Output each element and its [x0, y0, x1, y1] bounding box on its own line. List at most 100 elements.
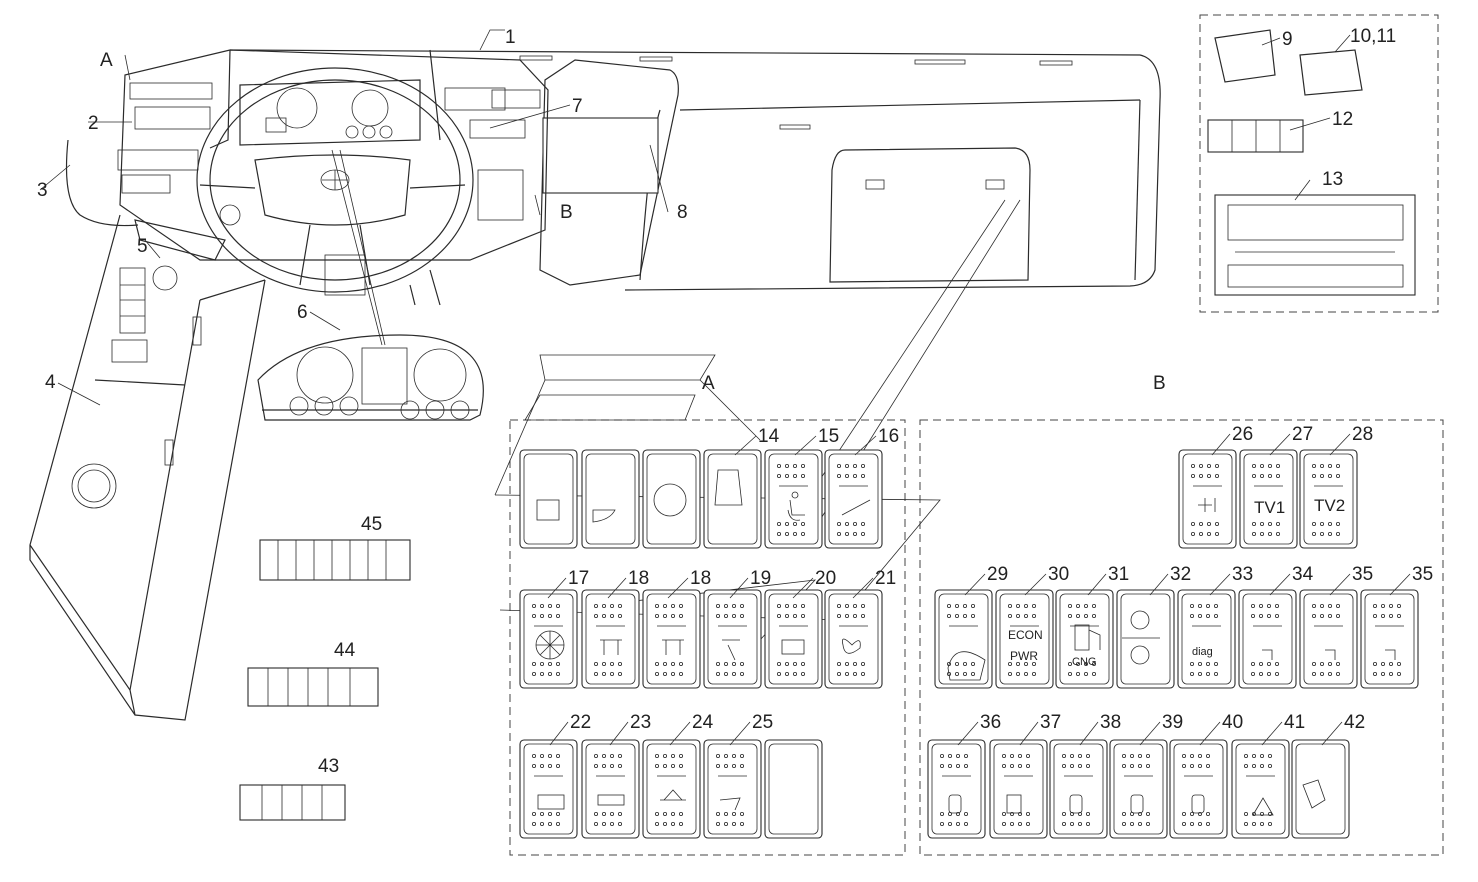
switch-b-row3-4 — [1109, 739, 1168, 839]
switch-b-row3-1 — [927, 739, 986, 839]
callout-35a: 35 — [1352, 564, 1373, 585]
leader-c26 — [1211, 433, 1231, 456]
leader-c29 — [964, 573, 986, 596]
callout-24: 24 — [692, 712, 714, 733]
leader-c38 — [1079, 721, 1099, 746]
leader-c42 — [1321, 721, 1343, 746]
callout-10-11: 10,11 — [1350, 26, 1396, 47]
tv1-switch-text: TV1 — [1254, 498, 1285, 517]
callout-4: 4 — [45, 372, 56, 393]
leader-c35b — [1389, 573, 1411, 596]
callout-32: 32 — [1170, 564, 1191, 585]
leader-c19 — [729, 577, 749, 599]
switch-a-row1-3 — [642, 449, 701, 549]
view-a-label-detail: A — [702, 373, 715, 394]
switch-b-row2-8 — [1360, 589, 1419, 689]
callout-leaders — [39, 29, 1351, 406]
leader-c32 — [1149, 573, 1169, 596]
switch-a-row2-3 — [642, 589, 701, 689]
switch-b-row2-2 — [995, 589, 1054, 689]
leader-c14 — [734, 435, 757, 456]
callout-27: 27 — [1292, 424, 1313, 445]
switch-b-row3-3 — [1049, 739, 1108, 839]
leader-c37 — [1019, 721, 1039, 746]
callout-12: 12 — [1332, 109, 1353, 130]
callout-34: 34 — [1292, 564, 1314, 585]
callout-1: 1 — [505, 27, 516, 48]
callout-42: 42 — [1344, 712, 1365, 733]
callout-6: 6 — [297, 302, 308, 323]
relay-fuse-inset — [1199, 14, 1439, 313]
switch-group-a — [519, 449, 883, 839]
switch-b-row2-3 — [1055, 589, 1114, 689]
callout-numbers: 1 2 3 4 5 6 7 8 9 10,11 12 13 45 44 43 — [37, 26, 1396, 777]
callout-3: 3 — [37, 180, 48, 201]
switch-b-row3-2 — [989, 739, 1048, 839]
leader-c27 — [1269, 433, 1291, 456]
leader-c28 — [1329, 433, 1351, 456]
switch-b-row1-2 — [1239, 449, 1298, 549]
callout-36: 36 — [980, 712, 1001, 733]
switch-a-row1-2 — [581, 449, 640, 549]
leader-c18a — [607, 577, 627, 599]
switch-a-row2-6 — [824, 589, 883, 689]
callout-21: 21 — [875, 568, 896, 589]
callout-17: 17 — [568, 568, 589, 589]
switch-b-row2-7 — [1299, 589, 1358, 689]
switch-a-row3-2 — [581, 739, 640, 839]
diag-switch-text: diag — [1192, 646, 1213, 658]
callout-20: 20 — [815, 568, 836, 589]
panel-b-frame — [919, 419, 1444, 856]
callout-39: 39 — [1162, 712, 1183, 733]
leader-c16 — [854, 435, 877, 456]
leader-c39 — [1139, 721, 1161, 746]
leader-c22 — [549, 721, 569, 746]
switch-symbols — [535, 469, 1396, 816]
dashboard-assembly — [29, 49, 1161, 721]
leader-c31 — [1087, 573, 1107, 596]
leader-c21 — [852, 577, 874, 599]
leader-c25 — [729, 721, 751, 746]
callout-23: 23 — [630, 712, 651, 733]
callout-14: 14 — [758, 426, 780, 447]
callout-28: 28 — [1352, 424, 1373, 445]
callout-5: 5 — [137, 236, 148, 257]
callout-31: 31 — [1108, 564, 1129, 585]
switch-a-row3-1 — [519, 739, 578, 839]
callout-41: 41 — [1284, 712, 1305, 733]
connector-blocks — [239, 539, 411, 821]
switch-b-row1-3 — [1299, 449, 1358, 549]
panel-a-frame — [509, 419, 906, 856]
cng-switch-text: CNG — [1072, 656, 1096, 668]
switch-b-row3-6 — [1231, 739, 1290, 839]
callout-2: 2 — [88, 113, 99, 134]
callout-16: 16 — [878, 426, 899, 447]
callout-35b: 35 — [1412, 564, 1433, 585]
callout-13: 13 — [1322, 169, 1343, 190]
instrument-cluster-detail — [257, 149, 484, 421]
callout-30: 30 — [1048, 564, 1069, 585]
leader-c20 — [792, 577, 814, 599]
callout-22: 22 — [570, 712, 591, 733]
switch-b-row2-4 — [1116, 589, 1175, 689]
leader-c34 — [1269, 573, 1291, 596]
tv2-switch-text: TV2 — [1314, 496, 1345, 515]
switch-a-row3-3 — [642, 739, 701, 839]
callout-19: 19 — [750, 568, 771, 589]
callout-33: 33 — [1232, 564, 1253, 585]
leader-c18b — [667, 577, 689, 599]
callout-38: 38 — [1100, 712, 1121, 733]
callout-7: 7 — [572, 96, 583, 117]
callout-43: 43 — [318, 756, 339, 777]
callout-44: 44 — [334, 640, 356, 661]
leader-c33 — [1209, 573, 1231, 596]
callout-18a: 18 — [628, 568, 649, 589]
switch-b-row1-1 — [1178, 449, 1237, 549]
switch-a-row2-4 — [703, 589, 762, 689]
switch-b-row2-6 — [1238, 589, 1297, 689]
callout-8: 8 — [677, 202, 688, 223]
leader-c17 — [547, 577, 567, 599]
callout-25: 25 — [752, 712, 773, 733]
view-b-label-detail: B — [1153, 373, 1166, 394]
